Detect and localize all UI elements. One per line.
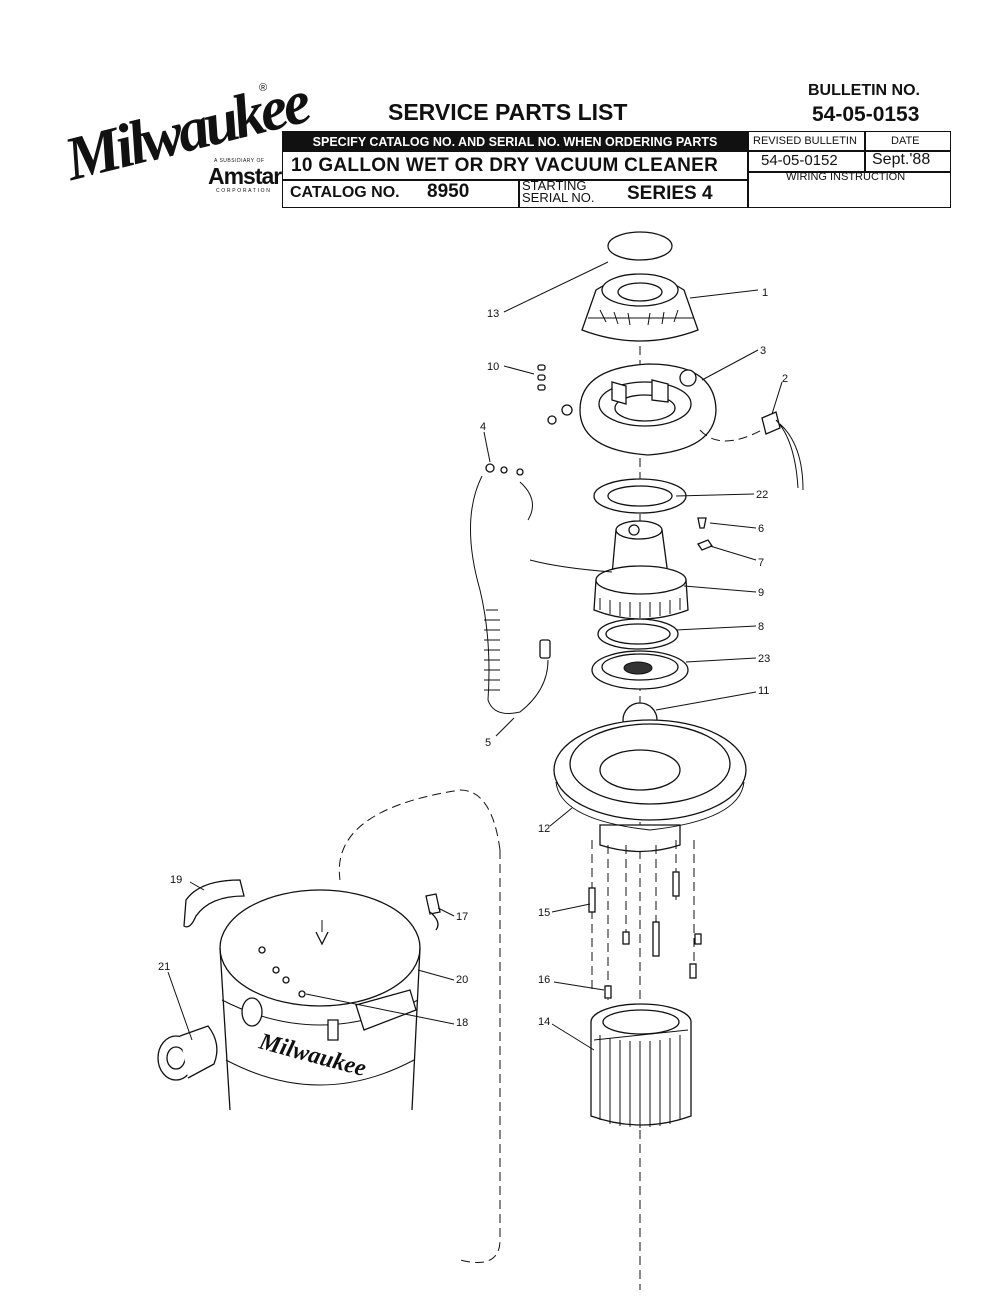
callout-12: 12	[538, 823, 550, 835]
logo-amstar: Amstar	[208, 163, 282, 189]
part-21-nozzle	[157, 1025, 218, 1081]
logo-registered-mark: ®	[259, 82, 268, 94]
callout-14: 14	[538, 1016, 550, 1028]
table-divider	[747, 150, 951, 152]
product-name: 10 GALLON WET OR DRY VACUUM CLEANER	[291, 155, 719, 176]
starting-label: STARTING	[522, 178, 587, 193]
serial-label: SERIAL NO.	[522, 190, 595, 205]
washer	[561, 404, 573, 416]
callout-17: 17	[456, 911, 468, 923]
catalog-number: 8950	[427, 181, 470, 202]
part-23-filter-plate	[591, 650, 689, 690]
table-divider	[747, 132, 749, 207]
part-12-lid	[553, 719, 747, 853]
logo-corporation: CORPORATION	[216, 188, 272, 194]
part-2-switch	[699, 411, 804, 491]
callout-16: 16	[538, 974, 550, 986]
catalog-label: CATALOG NO.	[290, 184, 400, 201]
callout-18: 18	[456, 1017, 468, 1029]
callout-15: 15	[538, 907, 550, 919]
page-title: SERVICE PARTS LIST	[388, 99, 628, 125]
part-18-screws	[258, 946, 306, 998]
revised-bulletin-number: 54-05-0152	[761, 152, 838, 169]
table-divider	[747, 171, 951, 173]
callout-21: 21	[158, 961, 170, 973]
part-17-latch	[425, 893, 441, 931]
callout-6: 6	[758, 523, 764, 535]
callout-11: 11	[758, 685, 769, 697]
logo-subsidiary-text: A SUBSIDIARY OF	[214, 158, 265, 164]
callout-4: 4	[480, 421, 486, 433]
callout-leaders	[167, 261, 783, 1051]
part-10-brushes	[537, 364, 546, 391]
part-3-motor-housing	[579, 363, 717, 456]
part-6-screw	[697, 517, 707, 529]
date-label: DATE	[891, 135, 920, 147]
callout-7: 7	[758, 557, 764, 569]
callout-10: 10	[487, 361, 499, 373]
date-value: Sept.'88	[872, 151, 931, 168]
callout-19: 19	[170, 874, 182, 886]
callout-8: 8	[758, 621, 764, 633]
part-13-filter-disc	[607, 231, 673, 261]
part-15-screws	[588, 840, 702, 1000]
part-20-tank	[219, 889, 421, 1111]
callout-23: 23	[758, 653, 770, 665]
part-8-ring	[597, 618, 679, 650]
callout-22: 22	[756, 489, 768, 501]
series-value: SERIES 4	[627, 183, 713, 204]
bulletin-number: 54-05-0153	[812, 103, 920, 126]
part-14-cartridge-filter	[590, 1003, 692, 1128]
starting-serial-label: STARTING SERIAL NO.	[522, 178, 595, 205]
part-7-washer	[697, 539, 713, 551]
revised-bulletin-label: REVISED BULLETIN	[753, 135, 857, 147]
callout-20: 20	[456, 974, 468, 986]
callout-9: 9	[758, 587, 764, 599]
table-divider	[864, 132, 866, 171]
part-5-power-cord	[469, 475, 551, 714]
arrow-head	[315, 931, 329, 946]
part-19-handle	[183, 879, 245, 928]
milwaukee-amstar-logo: Milwaukee ® A SUBSIDIARY OF Amstar CORPO…	[58, 68, 314, 235]
specify-bar: SPECIFY CATALOG NO. AND SERIAL NO. WHEN …	[283, 132, 747, 152]
bulletin-label: BULLETIN NO.	[808, 82, 920, 99]
wiring-instruction-label: WIRING INSTRUCTION	[786, 171, 906, 183]
callout-5: 5	[485, 737, 491, 749]
part-16-screws	[604, 963, 697, 999]
table-divider	[283, 179, 747, 181]
washer	[547, 415, 557, 425]
callout-13: 13	[487, 308, 499, 320]
tank-logo: Milwaukee	[255, 1028, 369, 1082]
table-divider	[518, 179, 520, 207]
lid-to-tank-path	[459, 850, 501, 1263]
callout-1: 1	[762, 287, 768, 299]
part-9-motor	[529, 520, 689, 620]
lid-to-tank-path	[338, 789, 501, 881]
callout-3: 3	[760, 345, 766, 357]
part-22-gasket	[593, 478, 687, 514]
callout-2: 2	[782, 373, 788, 385]
header-table: SPECIFY CATALOG NO. AND SERIAL NO. WHEN …	[282, 131, 951, 208]
part-1-top-cover	[581, 273, 699, 342]
part-4-terminal	[485, 463, 524, 476]
